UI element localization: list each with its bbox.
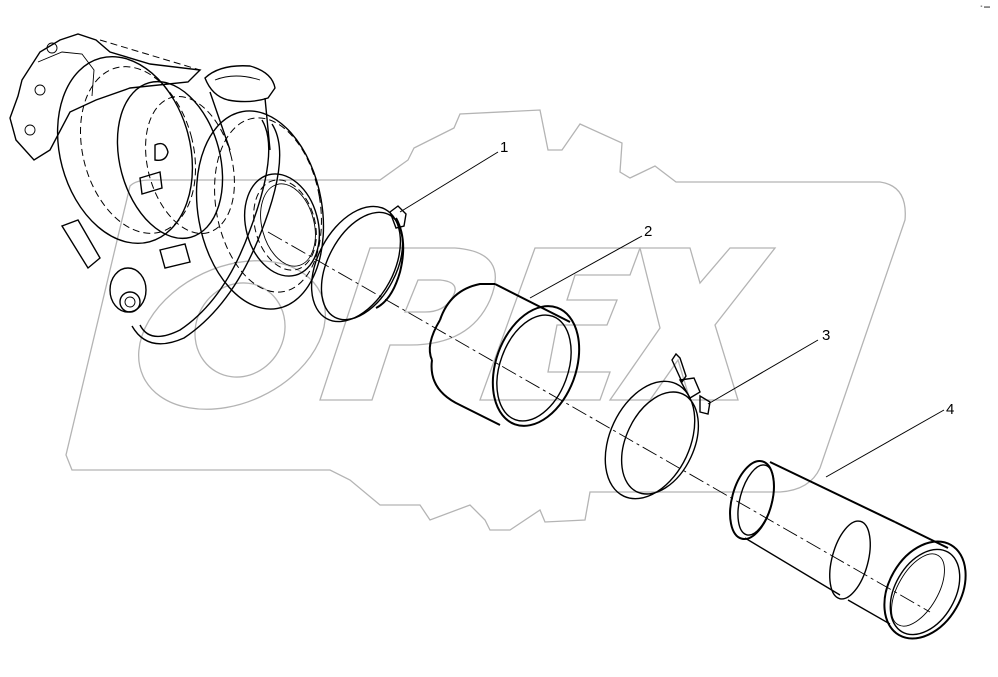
callout-number-3: 3 xyxy=(822,327,830,344)
turbocharger xyxy=(9,33,325,345)
callout-3: 3 xyxy=(707,327,830,405)
part-3-t-bolt-clamp xyxy=(604,352,711,500)
callout-number-1: 1 xyxy=(500,139,508,156)
callout-2: 2 xyxy=(529,223,652,299)
part-4-outlet-pipe xyxy=(729,460,967,640)
callout-number-2: 2 xyxy=(644,223,652,240)
corner-mark: ▪ ▬ xyxy=(980,4,990,10)
assembly-centerline xyxy=(267,231,931,613)
callout-1: 1 xyxy=(399,139,508,213)
callout-4: 4 xyxy=(825,401,954,478)
part-2-hose-sleeve xyxy=(428,283,581,427)
callout-number-4: 4 xyxy=(946,401,954,418)
part-1-hose-clamp xyxy=(310,205,407,323)
